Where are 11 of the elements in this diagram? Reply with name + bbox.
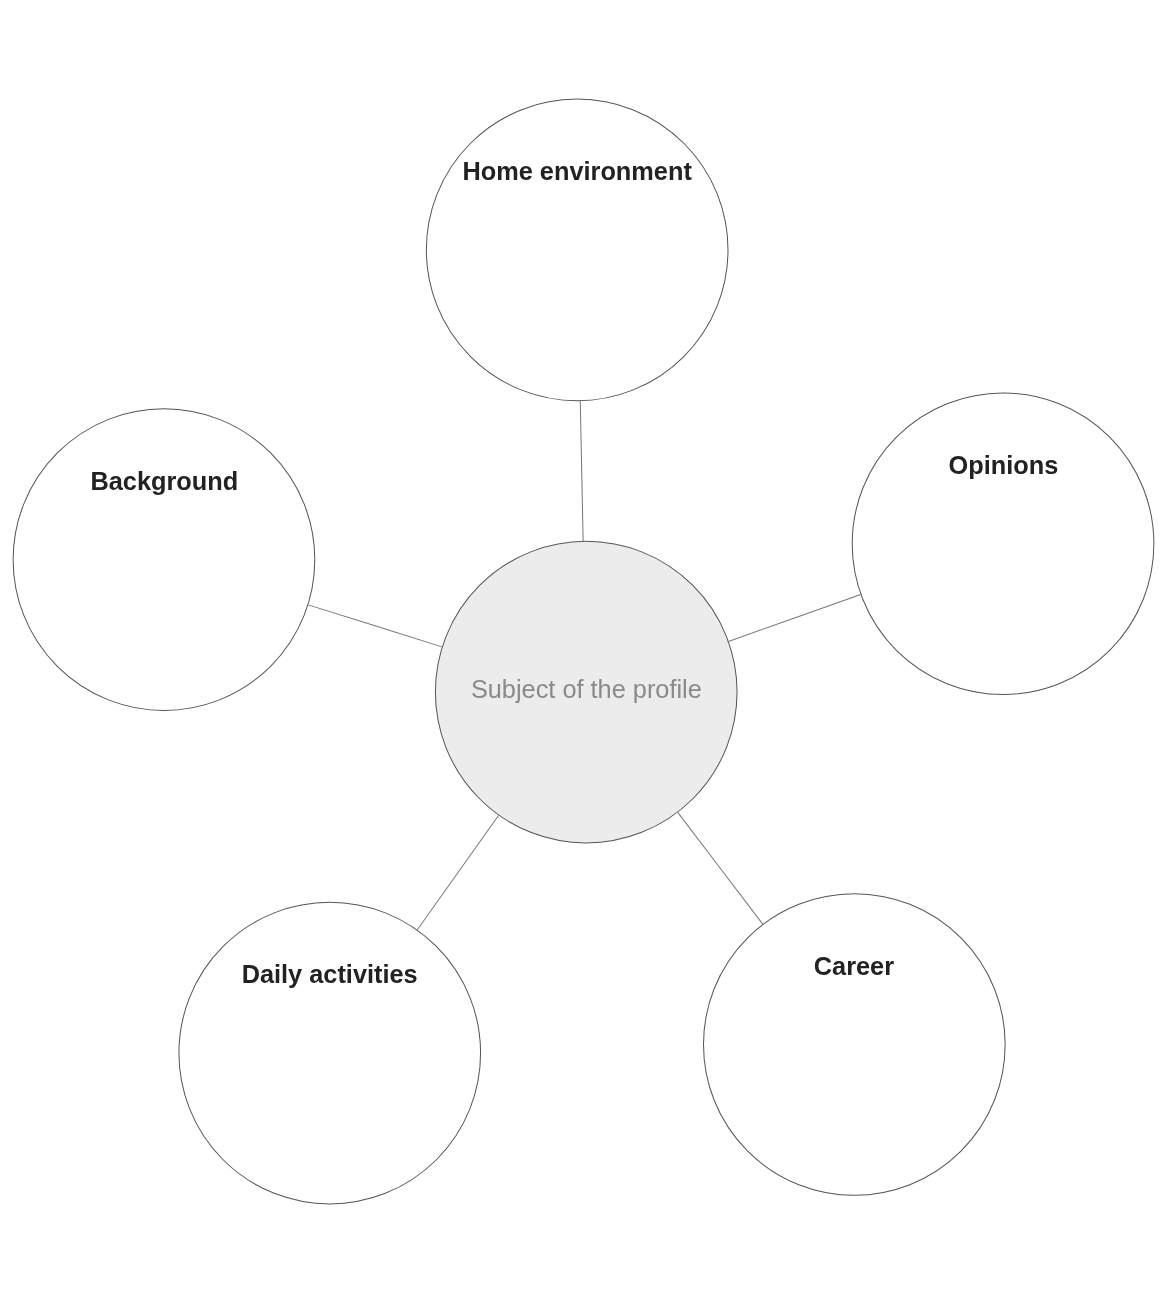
connector	[416, 814, 500, 930]
node-circle: Career	[703, 892, 1006, 1196]
connector	[677, 811, 764, 925]
node-circle: Home environment	[425, 98, 729, 401]
connector	[579, 399, 584, 542]
node-circle: Background	[12, 407, 316, 711]
connector	[307, 603, 443, 647]
connector	[728, 593, 862, 642]
node-circle: Daily activities	[178, 901, 482, 1204]
node-circle: Opinions	[851, 391, 1155, 695]
node-circle: Subject of the profile	[434, 540, 738, 843]
